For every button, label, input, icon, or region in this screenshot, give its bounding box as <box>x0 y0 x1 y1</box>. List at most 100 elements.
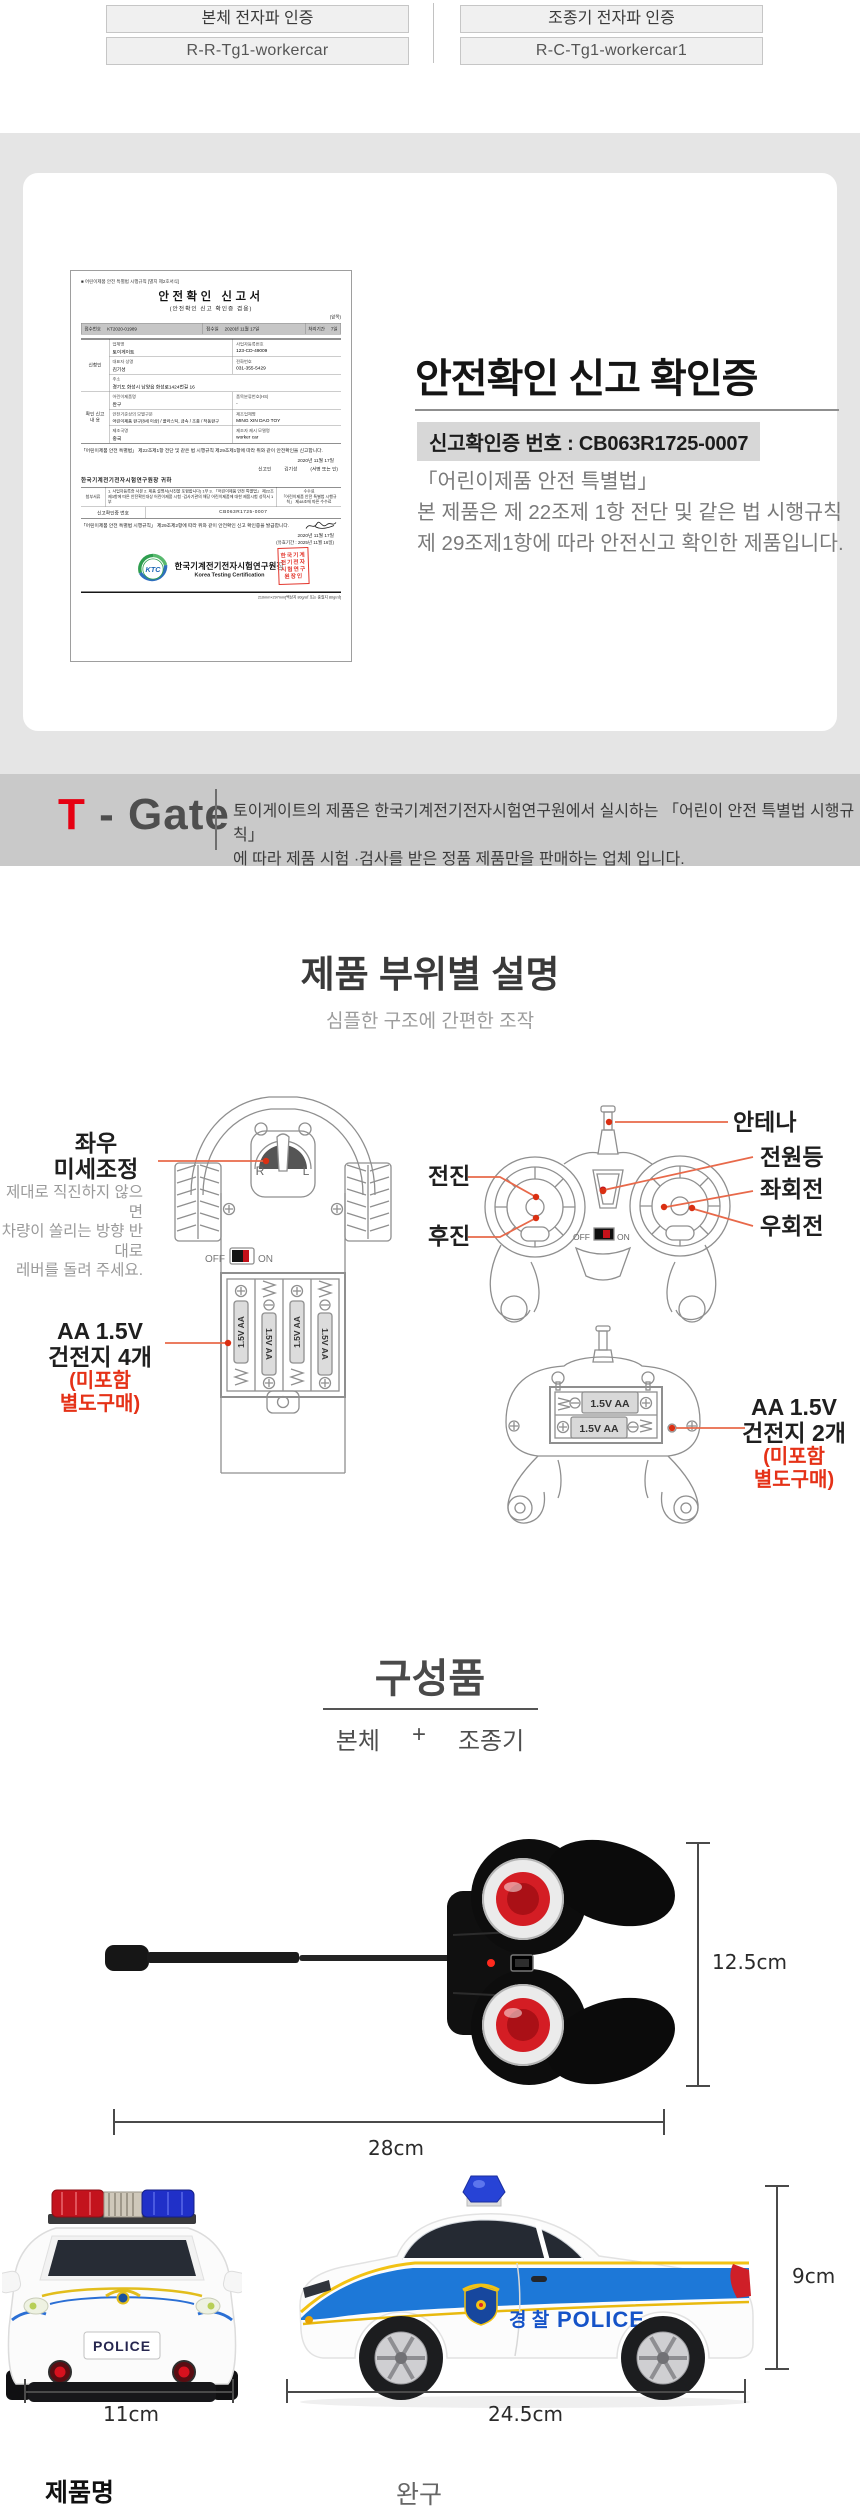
component-body: 본체 <box>335 1728 380 1755</box>
controller-emc-cert-code: R-C-Tg1-workercar1 <box>460 37 763 65</box>
cert-page-note: (앞쪽) <box>329 314 341 320</box>
dim-cap <box>744 2379 746 2403</box>
car-length-value: 24.5cm <box>488 2402 564 2426</box>
dim-line-car-front-width <box>25 2391 233 2393</box>
svg-text:1.5V AA: 1.5V AA <box>236 1316 246 1348</box>
battery-4-label: AA 1.5V 건전지 4개 (미포함 별도구매) <box>48 1318 152 1415</box>
trim-adjust-label: 좌우 미세조정 <box>53 1130 139 1182</box>
forward-label: 전진 <box>428 1163 471 1189</box>
receipt-date-label: 접수일 <box>206 326 219 332</box>
dim-cap <box>113 2109 115 2135</box>
components-underline <box>323 1708 538 1710</box>
svg-text:ON: ON <box>258 1254 273 1265</box>
dim-cap <box>232 2379 234 2403</box>
cert-number-row: 신고확인증 번호 CB063R1725-0007 <box>81 506 341 519</box>
process-label: 처리기간 <box>308 326 325 332</box>
applicant-label: 신청인 <box>81 339 110 392</box>
components-items: 본체 + 조종기 <box>0 1721 860 1756</box>
law-description: 「어린이제품 안전 특별법」 본 제품은 제 22조제 1항 전단 및 같은 법… <box>417 470 844 555</box>
svg-text:1.5V AA: 1.5V AA <box>292 1316 302 1348</box>
dim-line-car-length <box>287 2391 745 2393</box>
cert-statement-1: 「어린이제품 안전 특별법」 제22조제1항 전단 및 같은 법 시행규칙 제2… <box>81 448 323 454</box>
police-car-side-photo: 경 찰 POLICE <box>299 2175 754 2408</box>
svg-text:1.5V AA: 1.5V AA <box>590 1398 630 1410</box>
body-emc-cert-title: 본체 전자파 인증 <box>106 5 409 33</box>
svg-text:R: R <box>256 1164 265 1178</box>
controller-front-diagram: OFF ON <box>484 1105 731 1323</box>
cert-validity: (유효기간 : 2025년 11월 16일) <box>276 539 334 545</box>
process-value: 7일 <box>330 326 338 332</box>
receipt-no: KT2020-01989 <box>107 326 137 332</box>
safety-confirm-title: 안전확인 신고 확인증 <box>415 357 758 401</box>
controller-back-diagram: 1.5V AA 1.5V AA <box>505 1325 701 1524</box>
cert-bottom-rule <box>81 591 341 593</box>
dim-cap <box>24 2379 26 2403</box>
backward-label: 후진 <box>428 1223 471 1249</box>
controller-emc-cert-title: 조종기 전자파 인증 <box>460 5 763 33</box>
body-emc-cert-code: R-R-Tg1-workercar <box>106 37 409 65</box>
parts-section-title: 제품 부위별 설명 <box>300 954 560 995</box>
svg-text:OFF: OFF <box>205 1254 225 1265</box>
turn-left-label: 좌회전 <box>760 1176 824 1202</box>
svg-text:POLICE: POLICE <box>93 2338 151 2354</box>
issuer-name-en: Korea Testing Certification <box>194 572 265 578</box>
red-official-stamp: 한국기계 전기전자 시험연구 원장인 <box>277 546 310 585</box>
cert-statement-2: 「어린이제품 안전 특별법 시행규칙」 제29조제2항에 따라 위와 같이 안전… <box>81 522 290 529</box>
header-divider <box>433 3 434 63</box>
cert-date-1: 2020년 11월 17일 <box>297 458 334 464</box>
car-front-width-value: 11cm <box>103 2402 159 2426</box>
dim-cap <box>686 2085 710 2087</box>
tgate-logo: T - Gate <box>58 790 230 839</box>
svg-text:1.5V AA: 1.5V AA <box>320 1328 330 1360</box>
safety-title-underline <box>415 409 839 411</box>
svg-text:ON: ON <box>617 1232 630 1242</box>
controller-photo <box>105 1839 675 2085</box>
svg-text:OFF: OFF <box>573 1232 590 1242</box>
receipt-date: 2020년 11월 17일 <box>224 326 260 332</box>
dim-cap <box>663 2109 665 2135</box>
controller-height-value: 12.5cm <box>712 1950 788 1974</box>
power-light-label: 전원등 <box>760 1144 824 1170</box>
dim-cap <box>686 1842 710 1844</box>
trim-adjust-description: 제대로 직진하지 않으면 차량이 쏠리는 방향 반대로 레버를 돌려 주세요. <box>1 1184 143 1279</box>
svg-text:1.5V AA: 1.5V AA <box>264 1328 274 1360</box>
svg-text:POLICE: POLICE <box>557 2307 645 2332</box>
controller-width-value: 28cm <box>368 2136 424 2160</box>
safety-declaration-document: ■ 어린이제품 안전 특별법 시행규칙 [별지 제2호서식] 안전확인 신고서 … <box>70 270 352 662</box>
cert-issuer-row: KTC 한국기계전기전자시험연구원장 Korea Testing Certifi… <box>81 546 341 585</box>
cert-date-2: 2020년 11월 17일 <box>297 532 334 539</box>
dim-cap <box>765 2185 789 2187</box>
cert-number-badge: 신고확인증 번호 : CB063R1725-0007 <box>417 422 761 461</box>
antenna-label: 안테나 <box>733 1109 797 1135</box>
component-controller: 조종기 <box>457 1728 525 1755</box>
parts-section-subtitle: 심플한 구조에 간편한 조작 <box>325 1011 535 1032</box>
cert-title: 안전확인 신고서 <box>158 289 264 303</box>
police-car-front-photo: POLICE <box>2 2189 242 2402</box>
ktc-logo: KTC <box>138 553 168 581</box>
report-content-label: 확인 신고 내 용 <box>81 392 110 443</box>
turn-right-label: 우회전 <box>760 1213 824 1239</box>
dim-line-car-height <box>776 2186 778 2370</box>
cert-reporter-row: 신고인 김기성 (서명 또는 인) <box>258 466 338 473</box>
car-height-value: 9cm <box>792 2264 836 2288</box>
plus-sign: + <box>411 1721 426 1748</box>
dim-cap <box>765 2368 789 2370</box>
car-chassis-diagram: R L OFF ON 1.5V AA 1.5V AA 1.5V AA 1.5V … <box>174 1096 392 1474</box>
cert-addressee: 한국기계전기전자시험연구원장 귀하 <box>81 477 172 484</box>
signature-scribble <box>305 521 337 529</box>
tgate-divider <box>215 789 217 850</box>
svg-text:1.5V AA: 1.5V AA <box>579 1423 619 1435</box>
receipt-no-label: 접수번호 <box>84 326 102 332</box>
cert-attachments: 첨부서류 1. 사업자등록증 사본 2. 제품 설명서(사진을 포함합니다) 1… <box>81 487 341 507</box>
battery-2-label: AA 1.5V 건전지 2개 (미포함 별도구매) <box>742 1394 846 1491</box>
tgate-description: 토이게이트의 제품은 한국기계전기전자시험연구원에서 실시하는 「어린이 안전 … <box>233 803 855 868</box>
components-title: 구성품 <box>374 1657 486 1701</box>
tgate-banner <box>0 774 860 866</box>
dim-line-controller-height <box>697 1843 699 2087</box>
svg-text:L: L <box>303 1164 310 1178</box>
product-name-label: 제품명 <box>45 2479 115 2507</box>
cert-footer: 210mm×297mm[백상지 80g/㎡ 또는 중질지 80g/㎡] <box>257 594 341 600</box>
svg-text:경 찰: 경 찰 <box>509 2309 550 2331</box>
